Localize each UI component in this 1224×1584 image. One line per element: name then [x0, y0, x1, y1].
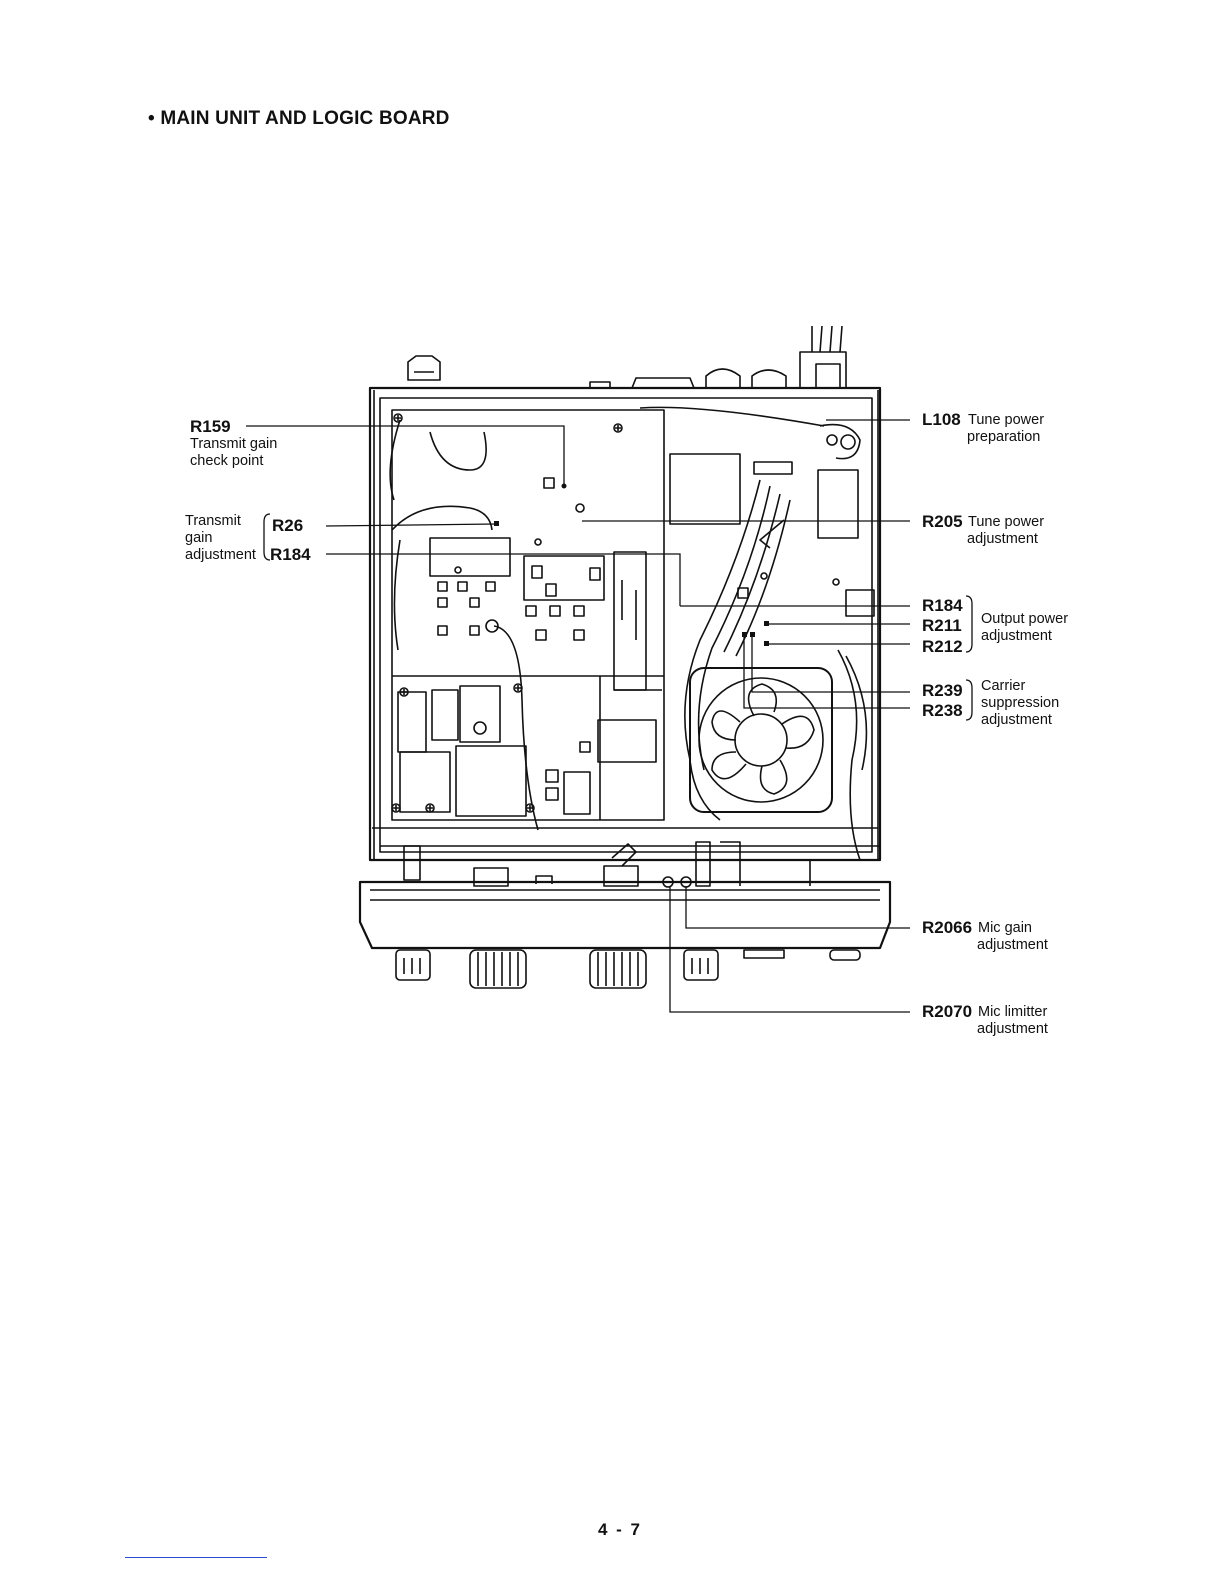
page-number: 4 - 7	[598, 1520, 642, 1540]
label-l108: L108	[922, 410, 961, 430]
desc-carrier-line2: suppression	[981, 695, 1059, 712]
desc-r2066-line2: adjustment	[977, 937, 1048, 954]
label-r211: R211	[922, 616, 962, 636]
desc-r2066-line1: Mic gain	[978, 920, 1032, 937]
front-knobs	[396, 950, 860, 988]
desc-output-power-line2: adjustment	[981, 628, 1052, 645]
rear-connectors	[408, 326, 846, 388]
desc-transmit-gain-line3: adjustment	[185, 547, 256, 564]
desc-r159-line1: Transmit gain	[190, 436, 277, 453]
label-r212: R212	[922, 637, 963, 657]
label-r2066: R2066	[922, 918, 972, 938]
leader-lines	[246, 420, 972, 1012]
bracket-output-power	[966, 596, 972, 652]
footer-rule	[125, 1557, 267, 1558]
label-r205: R205	[922, 512, 963, 532]
label-r26: R26	[272, 516, 303, 536]
desc-l108-line1: Tune power	[968, 412, 1044, 429]
desc-carrier-line3: adjustment	[981, 712, 1052, 729]
bracket-carrier	[966, 680, 972, 720]
leader-r26	[326, 524, 496, 526]
leader-r2066	[686, 886, 910, 928]
desc-r205-line1: Tune power	[968, 514, 1044, 531]
desc-carrier-line1: Carrier	[981, 678, 1025, 695]
desc-r159-line2: check point	[190, 453, 263, 470]
cooling-fan	[690, 668, 832, 812]
desc-transmit-gain-line2: gain	[185, 530, 212, 547]
ribbon-cable	[614, 552, 646, 690]
label-r184-right: R184	[922, 596, 963, 616]
label-r184-left: R184	[270, 545, 311, 565]
desc-r2070-line2: adjustment	[977, 1021, 1048, 1038]
front-panel	[360, 882, 890, 948]
desc-r205-line2: adjustment	[967, 531, 1038, 548]
main-pcb	[392, 410, 664, 820]
label-r238: R238	[922, 701, 963, 721]
desc-output-power-line1: Output power	[981, 611, 1068, 628]
leader-r159	[246, 426, 564, 484]
label-r2070: R2070	[922, 1002, 972, 1022]
desc-l108-line2: preparation	[967, 429, 1040, 446]
label-r159: R159	[190, 417, 231, 437]
desc-transmit-gain-line1: Transmit	[185, 513, 241, 530]
leader-r184-left	[326, 554, 680, 606]
desc-r2070-line1: Mic limitter	[978, 1004, 1047, 1021]
label-r239: R239	[922, 681, 963, 701]
